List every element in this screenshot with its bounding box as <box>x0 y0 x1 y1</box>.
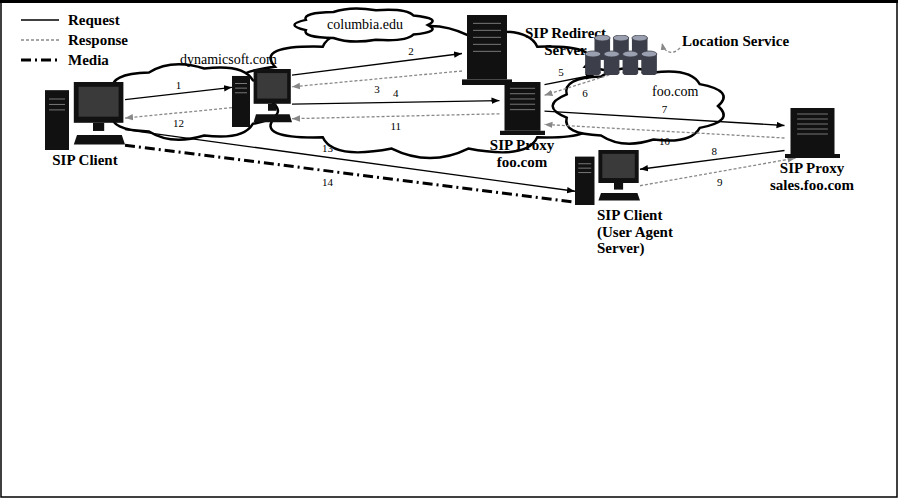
network-cloud <box>553 68 724 143</box>
callout-number: 14 <box>321 176 334 187</box>
legend-row: Response <box>20 30 128 50</box>
legend-sample <box>20 54 60 66</box>
computer-icon <box>575 150 640 205</box>
domain-cloud: columbia.edu <box>290 3 440 47</box>
request-arrow <box>292 101 500 105</box>
node-label: Location Service <box>682 33 789 50</box>
computer-icon <box>232 69 292 127</box>
node-label: SIP Client (User Agent Server) <box>597 207 689 257</box>
domain-label: foo.com <box>652 84 698 99</box>
legend-label: Media <box>68 52 109 69</box>
callout-number: 5 <box>557 66 565 77</box>
proxy-server: SIP Proxy sales.foo.com <box>758 108 866 193</box>
callout-number: 1 <box>175 79 183 90</box>
node-label: SIP Client <box>52 152 117 169</box>
callout-number: 4 <box>392 88 400 99</box>
proxy-server: SIP Proxy foo.com <box>482 82 562 170</box>
frame-top <box>0 0 898 3</box>
location-database: Location Service <box>582 35 789 75</box>
sip-client: SIP Client <box>45 82 125 169</box>
callout-number: 12 <box>172 117 185 128</box>
server-icon <box>500 82 545 135</box>
callout-number: 2 <box>407 46 415 57</box>
callout-number: 11 <box>389 121 402 132</box>
callout-number: 6 <box>581 88 589 99</box>
sip-client: SIP Client (User Agent Server) <box>575 150 689 257</box>
callout-number: 10 <box>658 136 671 147</box>
network-cloud <box>98 64 278 139</box>
response-arrow <box>545 75 610 95</box>
computer-icon <box>45 82 125 150</box>
proxy-server: dynamicsoft.com <box>180 52 292 127</box>
node-label: SIP Proxy foo.com <box>482 137 562 170</box>
legend-row: Media <box>20 50 128 70</box>
callout-number: 9 <box>716 176 724 187</box>
legend-label: Request <box>68 12 120 29</box>
legend-sample <box>20 34 60 46</box>
request-arrow <box>125 130 575 192</box>
node-label: columbia.edu <box>327 17 403 32</box>
legend-sample <box>20 14 60 26</box>
node-label: SIP Proxy sales.foo.com <box>758 160 866 193</box>
server-icon <box>462 15 512 85</box>
legend-row: Request <box>20 10 128 30</box>
request-arrow <box>292 54 462 76</box>
callout-number: 8 <box>711 145 719 156</box>
callout-number: 3 <box>373 83 381 94</box>
database-icon <box>582 35 660 75</box>
callout-number: 13 <box>321 143 334 154</box>
callout-number: 7 <box>661 104 669 115</box>
node-label: dynamicsoft.com <box>180 52 277 67</box>
request-arrow <box>545 75 594 85</box>
response-arrow <box>292 114 500 119</box>
callout-arrow <box>662 43 680 52</box>
legend: RequestResponseMedia <box>20 10 128 70</box>
legend-label: Response <box>68 32 128 49</box>
server-icon <box>785 108 840 158</box>
